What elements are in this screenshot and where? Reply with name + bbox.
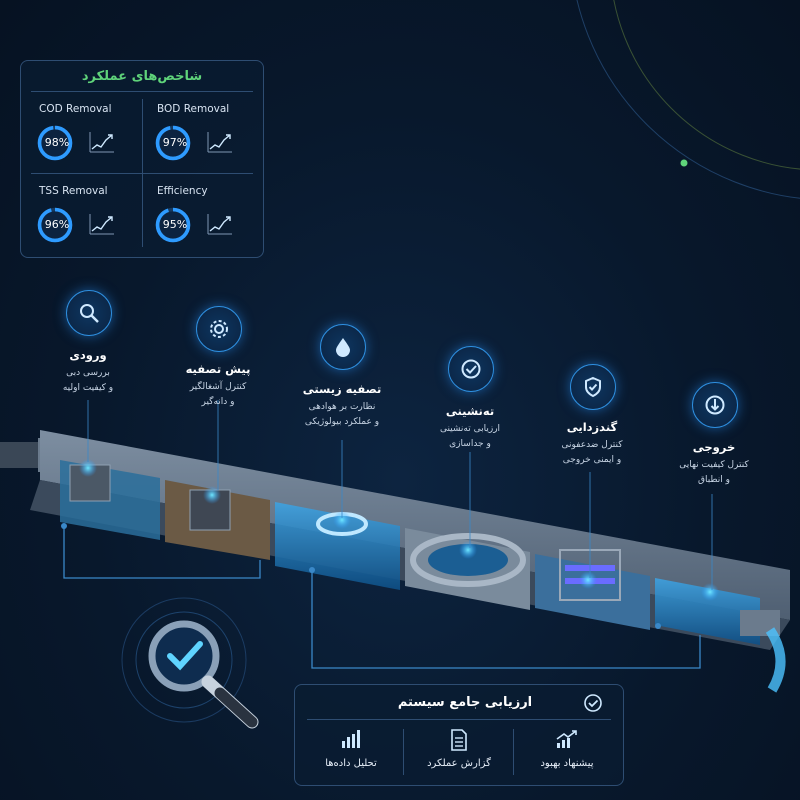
kpi-panel-title: شاخص‌های عملکرد	[81, 69, 203, 84]
stage-pretreatment-icon-circle	[196, 306, 242, 352]
assessment-item-improvement: پیشنهاد بهبود	[519, 729, 615, 769]
gear-icon	[210, 320, 228, 338]
chamber-disinfection	[535, 554, 650, 630]
assessment-item-label: گزارش عملکرد	[427, 758, 491, 769]
assessment-divider	[307, 719, 611, 720]
treatment-plant-illustration	[0, 430, 790, 693]
check-circle-icon	[461, 359, 481, 379]
kpi-progress-ring	[37, 125, 73, 161]
clarifier-ring	[410, 533, 526, 587]
assessment-item-performance-report: گزارش عملکرد	[411, 729, 507, 769]
shield-check-icon	[585, 376, 601, 398]
water-drop-icon	[336, 338, 350, 357]
inlet-pipe	[0, 442, 40, 468]
kpi-progress-arc	[155, 207, 191, 243]
stage-title: تصفیه زیستی	[302, 382, 382, 396]
stage-clarifier-icon-circle	[448, 346, 494, 392]
assessment-item-data-analysis: تحلیل داده‌ها	[303, 729, 399, 769]
kpi-efficiency: Efficiency 95%	[153, 185, 269, 257]
stage-disinfection-icon-circle	[570, 364, 616, 410]
stage-title: ورودی	[69, 348, 107, 362]
kpi-label: COD Removal	[39, 103, 112, 115]
stage-biological-icon-circle	[320, 324, 366, 370]
kpi-progress-arc	[37, 125, 73, 161]
assessment-item-label: تحلیل داده‌ها	[325, 758, 377, 769]
assessment-panel: ارزیابی جامع سیستم تحلیل داده‌ها گزارش ع…	[294, 684, 624, 786]
check-circle-icon	[584, 694, 602, 712]
trend-chart-icon	[207, 132, 232, 153]
kpi-value: 97%	[162, 136, 188, 149]
stage-title: گندزدایی	[566, 420, 618, 434]
chamber-biological	[275, 502, 400, 590]
kpi-label: Efficiency	[157, 185, 208, 197]
kpi-value: 98%	[44, 136, 70, 149]
stage-title: پیش تصفیه	[185, 362, 251, 376]
inspection-magnifier-icon	[121, 597, 259, 729]
assessment-item-label: پیشنهاد بهبود	[540, 758, 594, 769]
outflow-arrow-icon	[705, 395, 725, 415]
kpi-divider	[31, 91, 253, 92]
kpi-progress-arc	[37, 207, 73, 243]
stage-inlet-icon-circle	[66, 290, 112, 336]
kpi-divider	[142, 99, 143, 247]
kpi-panel: شاخص‌های عملکرد COD Removal 98% BOD Remov…	[20, 60, 264, 258]
kpi-label: TSS Removal	[39, 185, 108, 197]
trend-chart-icon	[207, 214, 232, 235]
assessment-divider	[513, 729, 514, 775]
kpi-progress-ring	[37, 207, 73, 243]
stage-outlet-icon-circle	[692, 382, 738, 428]
trend-up-icon	[556, 730, 577, 748]
kpi-cod: COD Removal 98%	[35, 103, 151, 175]
document-icon	[451, 729, 467, 751]
kpi-bod: BOD Removal 97%	[153, 103, 269, 175]
kpi-tss: TSS Removal 96%	[35, 185, 151, 257]
assessment-title: ارزیابی جامع سیستم	[397, 695, 533, 710]
kpi-progress-ring	[155, 125, 191, 161]
assessment-divider	[403, 729, 404, 775]
magnifier-icon	[80, 304, 99, 323]
trend-chart-icon	[89, 214, 114, 235]
stage-title: خروجی	[692, 440, 736, 454]
trend-chart-icon	[89, 132, 114, 153]
bar-chart-icon	[342, 730, 360, 748]
decorative-arcs	[576, 0, 800, 199]
kpi-label: BOD Removal	[157, 103, 230, 115]
chamber-outlet	[655, 578, 760, 645]
kpi-progress-ring	[155, 207, 191, 243]
kpi-value: 96%	[44, 218, 70, 231]
kpi-progress-arc	[155, 125, 191, 161]
kpi-value: 95%	[162, 218, 188, 231]
stage-title: ته‌نشینی	[445, 404, 495, 418]
